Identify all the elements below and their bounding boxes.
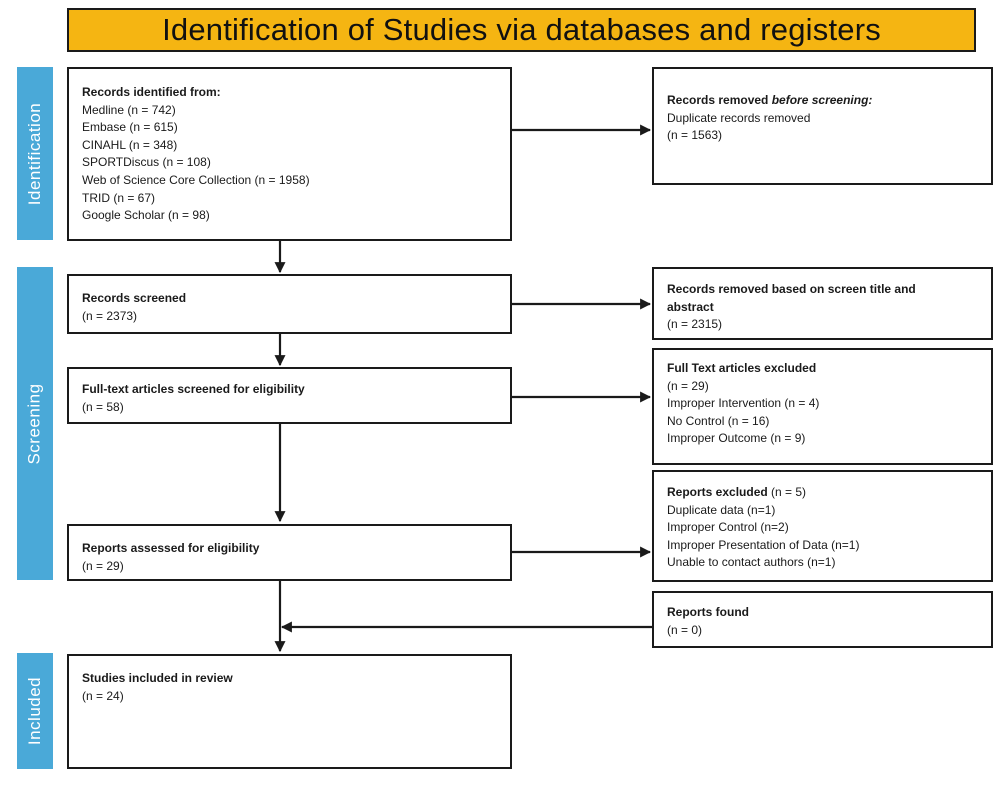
source-medline: Medline (n = 742) [82,102,176,117]
studies-included-box: Studies included in review (n = 24) [67,654,512,769]
reason-duplicate-data: Duplicate data (n=1) [667,502,776,517]
reports-found-count: (n = 0) [667,622,703,637]
reports-excluded-heading: Reports excluded (n = 5) [667,485,807,499]
records-identified-heading: Records identified from: [82,85,221,99]
source-sportdiscus: SPORTDiscus (n = 108) [82,155,211,170]
reason-improper-outcome: Improper Outcome (n = 9) [667,431,806,446]
fulltext-screened-count: (n = 58) [82,399,124,414]
studies-included-count: (n = 24) [82,688,124,703]
source-trid: TRID (n = 67) [82,190,156,205]
fulltext-excluded-heading: Full Text articles excluded [667,361,817,375]
reason-improper-presentation: Improper Presentation of Data (n=1) [667,537,860,552]
records-identified-box: Records identified from: Medline (n = 74… [67,67,512,241]
removed-before-screening-heading: Records removed before screening: [667,93,873,107]
reports-assessed-count: (n = 29) [82,558,124,573]
fulltext-excluded-count: (n = 29) [667,378,709,393]
fulltext-screened-heading: Full-text articles screened for eligibil… [82,382,305,396]
duplicate-records-label: Duplicate records removed [667,110,811,125]
removed-title-abstract-heading-2: abstract [667,299,714,314]
removed-before-screening-box: Records removed before screening: Duplic… [652,67,993,185]
diagram-title: Identification of Studies via databases … [162,12,881,47]
reason-unable-contact: Unable to contact authors (n=1) [667,555,836,570]
records-screened-box: Records screened (n = 2373) [67,274,512,334]
removed-title-abstract-heading-1: Records removed based on screen title an… [667,282,916,296]
reports-excluded-box: Reports excluded (n = 5) Duplicate data … [652,470,993,582]
fulltext-excluded-box: Full Text articles excluded (n = 29) Imp… [652,348,993,465]
stage-screening: Screening [17,267,53,580]
reports-assessed-heading: Reports assessed for eligibility [82,541,260,555]
reports-assessed-box: Reports assessed for eligibility (n = 29… [67,524,512,581]
removed-title-abstract-count: (n = 2315) [667,317,723,332]
records-screened-heading: Records screened [82,291,187,305]
studies-included-heading: Studies included in review [82,671,233,685]
records-screened-count: (n = 2373) [82,308,138,323]
stage-included: Included [17,653,53,769]
reports-found-heading: Reports found [667,605,749,619]
source-google-scholar: Google Scholar (n = 98) [82,208,210,223]
reports-found-box: Reports found (n = 0) [652,591,993,648]
reason-no-control: No Control (n = 16) [667,413,770,428]
stage-identification: Identification [17,67,53,240]
reason-improper-intervention: Improper Intervention (n = 4) [667,396,820,411]
fulltext-screened-box: Full-text articles screened for eligibil… [67,367,512,424]
removed-title-abstract-box: Records removed based on screen title an… [652,267,993,340]
source-web-of-science: Web of Science Core Collection (n = 1958… [82,172,310,187]
source-cinahl: CINAHL (n = 348) [82,137,178,152]
duplicate-records-count: (n = 1563) [667,128,723,143]
diagram-title-bar: Identification of Studies via databases … [67,8,976,52]
reason-improper-control: Improper Control (n=2) [667,520,789,535]
source-embase: Embase (n = 615) [82,120,178,135]
